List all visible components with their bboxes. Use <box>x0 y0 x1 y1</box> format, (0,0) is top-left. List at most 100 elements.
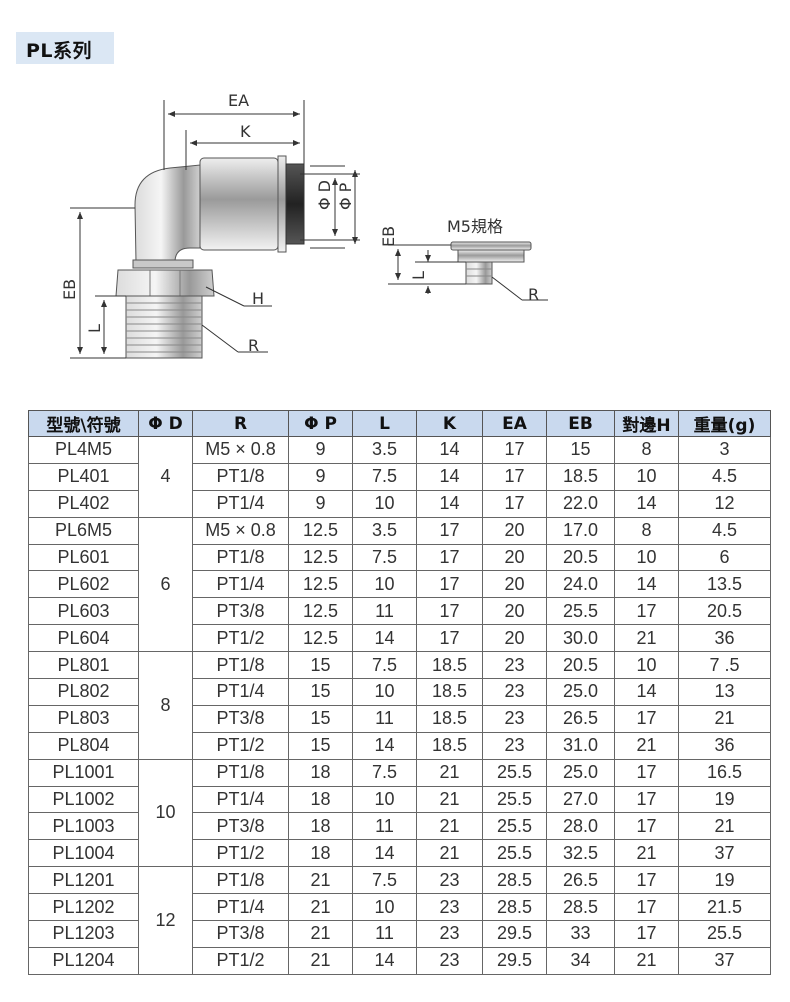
cell-phi-d: 4 <box>138 436 193 518</box>
cell-r: PT3/8 <box>192 704 289 733</box>
header-eb: EB <box>546 410 615 437</box>
label-m5-spec: M5規格 <box>447 217 503 236</box>
cell-l: 7.5 <box>352 758 417 787</box>
label-r-m5: R <box>528 285 539 304</box>
label-h: H <box>252 289 264 308</box>
cell-hex-h: 8 <box>614 516 679 545</box>
cell-ea: 28.5 <box>482 866 547 895</box>
cell-l: 14 <box>352 624 417 653</box>
cell-l: 11 <box>352 812 417 841</box>
cell-model: PL4M5 <box>28 436 139 464</box>
cell-r: PT1/4 <box>192 785 289 814</box>
cell-model: PL1203 <box>28 920 139 948</box>
label-phi-p: Φ P <box>336 182 355 210</box>
cell-phi-p: 18 <box>288 785 353 814</box>
page-title: PL系列 <box>26 40 93 62</box>
cell-weight: 16.5 <box>678 758 771 787</box>
header-k: K <box>416 410 483 437</box>
cell-k: 21 <box>416 785 483 814</box>
cell-eb: 25.0 <box>546 758 615 787</box>
cell-l: 10 <box>352 678 417 706</box>
cell-eb: 32.5 <box>546 839 615 868</box>
elbow-fitting-illustration <box>115 155 305 359</box>
cell-r: PT3/8 <box>192 920 289 948</box>
cell-ea: 23 <box>482 731 547 760</box>
cell-r: PT1/4 <box>192 570 289 599</box>
header-ea: EA <box>482 410 547 437</box>
cell-model: PL1004 <box>28 839 139 868</box>
cell-k: 14 <box>416 462 483 491</box>
cell-phi-p: 18 <box>288 839 353 868</box>
cell-l: 11 <box>352 597 417 626</box>
cell-model: PL1002 <box>28 785 139 814</box>
cell-hex-h: 21 <box>614 946 679 975</box>
cell-phi-d: 12 <box>138 866 193 975</box>
label-phi-d: Φ D <box>315 180 334 210</box>
cell-eb: 24.0 <box>546 570 615 599</box>
cell-weight: 12 <box>678 489 771 518</box>
cell-k: 21 <box>416 758 483 787</box>
cell-k: 23 <box>416 893 483 922</box>
cell-k: 17 <box>416 624 483 653</box>
cell-r: PT3/8 <box>192 597 289 626</box>
cell-hex-h: 8 <box>614 436 679 464</box>
cell-phi-p: 18 <box>288 758 353 787</box>
cell-model: PL6M5 <box>28 516 139 545</box>
cell-phi-p: 15 <box>288 731 353 760</box>
cell-hex-h: 10 <box>614 462 679 491</box>
cell-eb: 33 <box>546 920 615 948</box>
cell-weight: 36 <box>678 624 771 653</box>
cell-hex-h: 17 <box>614 812 679 841</box>
cell-ea: 28.5 <box>482 893 547 922</box>
cell-r: PT1/2 <box>192 839 289 868</box>
cell-r: PT1/4 <box>192 893 289 922</box>
cell-phi-p: 21 <box>288 866 353 895</box>
cell-ea: 17 <box>482 462 547 491</box>
label-l-main: L <box>85 324 104 333</box>
cell-model: PL804 <box>28 731 139 760</box>
cell-r: M5 × 0.8 <box>192 436 289 464</box>
cell-model: PL601 <box>28 543 139 572</box>
cell-phi-p: 12.5 <box>288 570 353 599</box>
cell-r: PT1/8 <box>192 758 289 787</box>
cell-hex-h: 17 <box>614 866 679 895</box>
cell-phi-d: 6 <box>138 516 193 653</box>
cell-phi-p: 12.5 <box>288 543 353 572</box>
label-r-main: R <box>248 336 259 355</box>
cell-k: 23 <box>416 920 483 948</box>
cell-weight: 13 <box>678 678 771 706</box>
cell-l: 14 <box>352 839 417 868</box>
cell-model: PL603 <box>28 597 139 626</box>
cell-eb: 22.0 <box>546 489 615 518</box>
cell-ea: 29.5 <box>482 946 547 975</box>
cell-r: PT1/4 <box>192 489 289 518</box>
cell-eb: 26.5 <box>546 704 615 733</box>
label-ea: EA <box>228 91 249 110</box>
cell-ea: 20 <box>482 570 547 599</box>
cell-eb: 25.0 <box>546 678 615 706</box>
m5-fitting-illustration <box>450 241 532 285</box>
cell-weight: 21 <box>678 812 771 841</box>
cell-r: PT1/8 <box>192 543 289 572</box>
cell-phi-p: 9 <box>288 462 353 491</box>
cell-model: PL803 <box>28 704 139 733</box>
cell-l: 11 <box>352 704 417 733</box>
cell-hex-h: 17 <box>614 758 679 787</box>
cell-eb: 26.5 <box>546 866 615 895</box>
cell-eb: 30.0 <box>546 624 615 653</box>
cell-k: 21 <box>416 812 483 841</box>
cell-k: 23 <box>416 946 483 975</box>
cell-weight: 25.5 <box>678 920 771 948</box>
cell-ea: 17 <box>482 436 547 464</box>
cell-hex-h: 10 <box>614 543 679 572</box>
cell-l: 7.5 <box>352 543 417 572</box>
cell-ea: 25.5 <box>482 839 547 868</box>
cell-l: 10 <box>352 489 417 518</box>
cell-eb: 34 <box>546 946 615 975</box>
header-model: 型號\符號 <box>28 410 139 437</box>
label-eb-m5: EB <box>379 226 398 247</box>
